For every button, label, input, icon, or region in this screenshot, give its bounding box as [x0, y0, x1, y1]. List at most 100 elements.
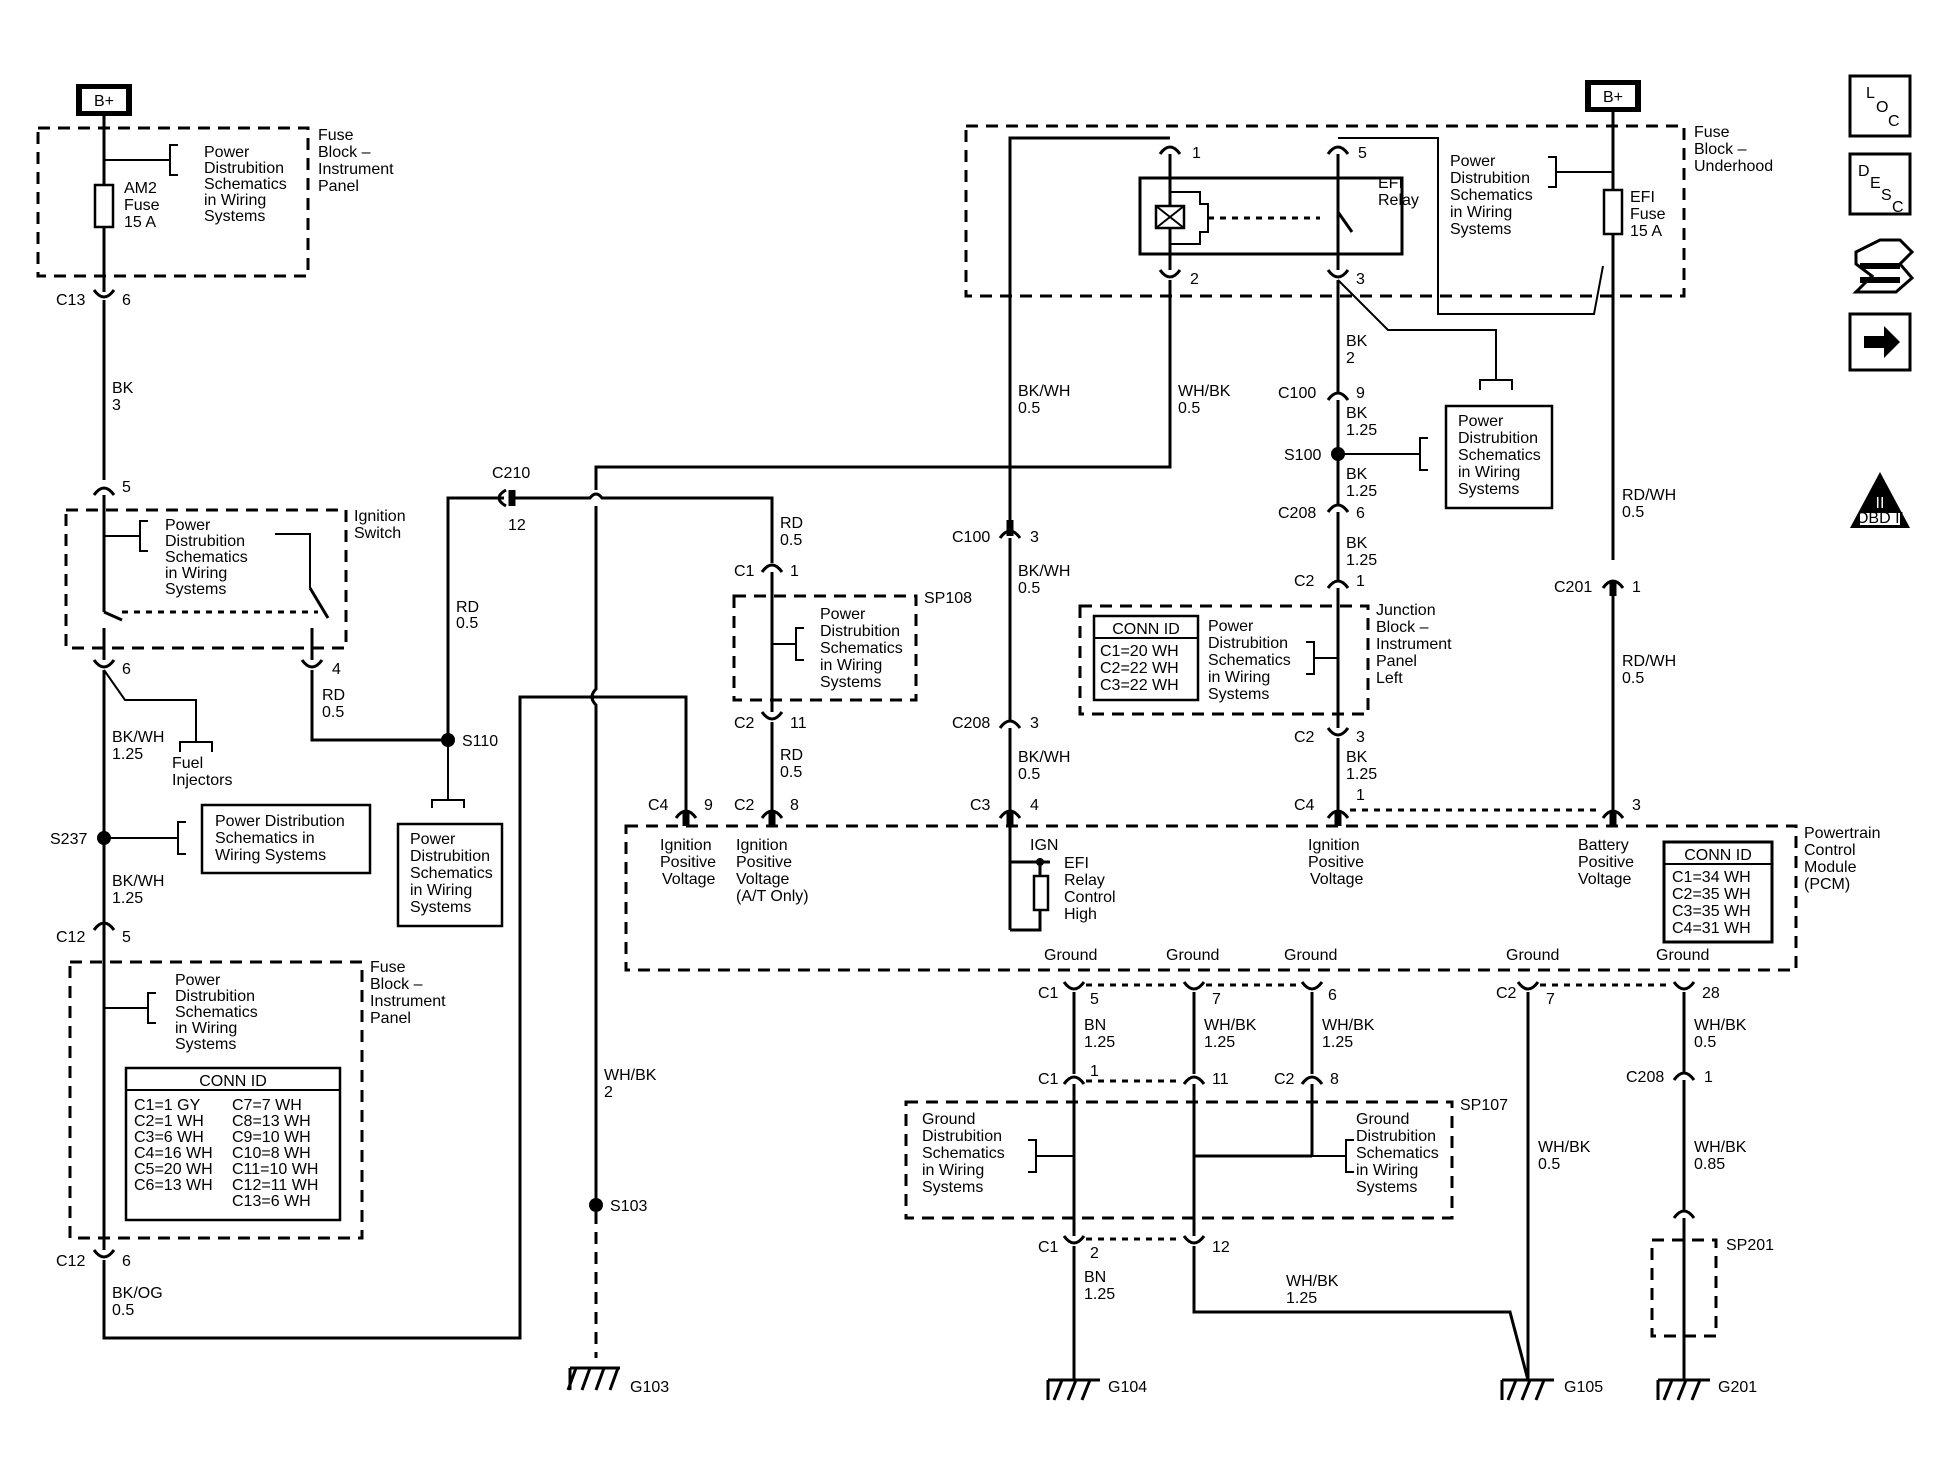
- b-plus-left-label: B+: [94, 93, 114, 110]
- pd-box-s237: [200, 803, 372, 875]
- splice-pack-sp108: Power Distrubition Schematics in Wiring …: [732, 572, 972, 712]
- gd-ref-line: Distrubition: [1356, 1128, 1436, 1145]
- wire-gauge: 0.5: [1622, 670, 1644, 687]
- pd-ref-line: Systems: [204, 208, 265, 225]
- pd-ref-line: Schematics: [820, 640, 903, 657]
- wire-color: RD/WH: [1622, 653, 1676, 670]
- splice-pack-sp107: SP107 Ground Distrubition Schematics in …: [904, 1084, 1508, 1236]
- connector-label: C210: [492, 465, 530, 482]
- pcm-ground-label: Ground: [1656, 947, 1709, 964]
- sp107-label: SP107: [1460, 1097, 1508, 1114]
- wire-gauge: 0.5: [1018, 400, 1040, 417]
- pin-label: 6: [122, 292, 131, 309]
- conn-id-entry: C3=35 WH: [1672, 903, 1751, 920]
- sp201-label: SP201: [1726, 1237, 1774, 1254]
- pd-box-s100: [1444, 404, 1554, 510]
- gd-ref-line: Distrubition: [922, 1128, 1002, 1145]
- loc-icon[interactable]: L O C: [1848, 74, 1912, 138]
- efi-fuse-line: EFI: [1630, 189, 1655, 206]
- wire-gauge: 0.5: [1018, 766, 1040, 783]
- pcm-label-line: Module: [1804, 859, 1857, 876]
- ground-g201: G201: [1656, 1378, 1757, 1401]
- fuel-injectors-label: Fuel: [172, 755, 203, 772]
- efi-fuse-symbol: [1602, 188, 1624, 236]
- pcm-pin-desc: Relay: [1064, 872, 1105, 889]
- pd-ref-line: Schematics: [175, 1004, 258, 1021]
- wire-gauge: 1.25: [1286, 1290, 1317, 1307]
- efi-fuse-line: 15 A: [1630, 223, 1662, 240]
- pd-ref-line: Distrubition: [1458, 430, 1538, 447]
- pin-label: 3: [1030, 715, 1039, 732]
- conn-id-entry: C3=6 WH: [134, 1129, 204, 1146]
- pcm-pin-desc: High: [1064, 906, 1097, 923]
- conn-id-title: CONN ID: [1684, 847, 1752, 864]
- connector-label: C208: [1626, 1069, 1664, 1086]
- fuel-injectors-label: Injectors: [172, 772, 232, 789]
- wire-gauge: 0.5: [1694, 1034, 1716, 1051]
- pd-ref-line: Power: [204, 144, 250, 161]
- connector-label: C208: [1278, 505, 1316, 522]
- pin-label: 7: [1546, 991, 1555, 1008]
- block-label-line: Instrument: [318, 161, 394, 178]
- sp108-label: SP108: [924, 590, 972, 607]
- gd-ref-line: Schematics: [1356, 1145, 1439, 1162]
- pin-label: 2: [1190, 271, 1199, 288]
- wire-color: WH/BK: [1694, 1139, 1747, 1156]
- jb-label-line: Panel: [1376, 653, 1417, 670]
- gd-ref-line: Ground: [1356, 1111, 1409, 1128]
- connector-label: C1: [1038, 1239, 1059, 1256]
- pin-label: 11: [1212, 1071, 1229, 1088]
- wire-gauge: 0.5: [1018, 580, 1040, 597]
- tools-icon[interactable]: [1852, 238, 1915, 294]
- connector-label: C3: [970, 797, 991, 814]
- gd-ref-line: Systems: [1356, 1179, 1417, 1196]
- conn-id-table-fuse-ip: [124, 1066, 342, 1222]
- next-arrow-icon[interactable]: [1848, 312, 1912, 372]
- wire-gauge: 1.25: [1346, 422, 1377, 439]
- am2-fuse-line1: AM2: [124, 180, 157, 197]
- pcm-ground-label: Ground: [1506, 947, 1559, 964]
- desc-icon[interactable]: D E S C: [1848, 152, 1912, 216]
- connector-label: C201: [1554, 579, 1592, 596]
- splice-label: S103: [610, 1198, 647, 1215]
- pin-label: 1: [1090, 1063, 1099, 1080]
- wire-gauge: 0.5: [1178, 400, 1200, 417]
- am2-fuse-line2: Fuse: [124, 197, 160, 214]
- wire-color: RD: [780, 515, 803, 532]
- connector-label: C2: [1294, 573, 1315, 590]
- connector-c210: [497, 488, 507, 508]
- pin-label: 5: [1090, 991, 1099, 1008]
- wire-gauge: 0.5: [456, 615, 478, 632]
- wire-gauge: 2: [1346, 350, 1355, 367]
- pd-ref-line: Distrubition: [1450, 170, 1530, 187]
- am2-fuse-symbol: [93, 183, 115, 229]
- efi-fuse-line: Fuse: [1630, 206, 1666, 223]
- svg-text:C: C: [1892, 199, 1904, 216]
- wire-color: BK: [1346, 405, 1368, 422]
- connector-label: C2: [1274, 1071, 1295, 1088]
- block-label-line: Fuse: [370, 959, 406, 976]
- pd-ref-line: Power: [410, 831, 456, 848]
- wire-gauge: 0.5: [1622, 504, 1644, 521]
- wire-gauge: 1.25: [112, 746, 143, 763]
- obd2-icon: OBD II II: [1850, 472, 1910, 528]
- wire-gauge: 0.5: [112, 1302, 134, 1319]
- pcm-label-line: Powertrain: [1804, 825, 1880, 842]
- pd-ref-line: in Wiring: [1450, 204, 1512, 221]
- wire-color: BK/WH: [1018, 563, 1070, 580]
- svg-text:O: O: [1876, 99, 1888, 116]
- wire-gauge: 0.5: [322, 704, 344, 721]
- pin-label: 6: [1328, 987, 1337, 1004]
- connector-label: C2: [1496, 985, 1517, 1002]
- splice-label: S100: [1284, 447, 1321, 464]
- wire-color: BK: [112, 380, 134, 397]
- wire-color: BK/WH: [1018, 749, 1070, 766]
- wire-color: WH/BK: [1322, 1017, 1375, 1034]
- obd2-icon-numeral: II: [1876, 495, 1885, 512]
- pd-ref-line: Schematics: [1208, 652, 1291, 669]
- wire-gauge: 1.25: [1084, 1034, 1115, 1051]
- junction-block: CONN ID C1=20 WH C2=22 WH C3=22 WH Power…: [1078, 588, 1452, 728]
- pcm-ground-label: Ground: [1044, 947, 1097, 964]
- block-label-line: Instrument: [370, 993, 446, 1010]
